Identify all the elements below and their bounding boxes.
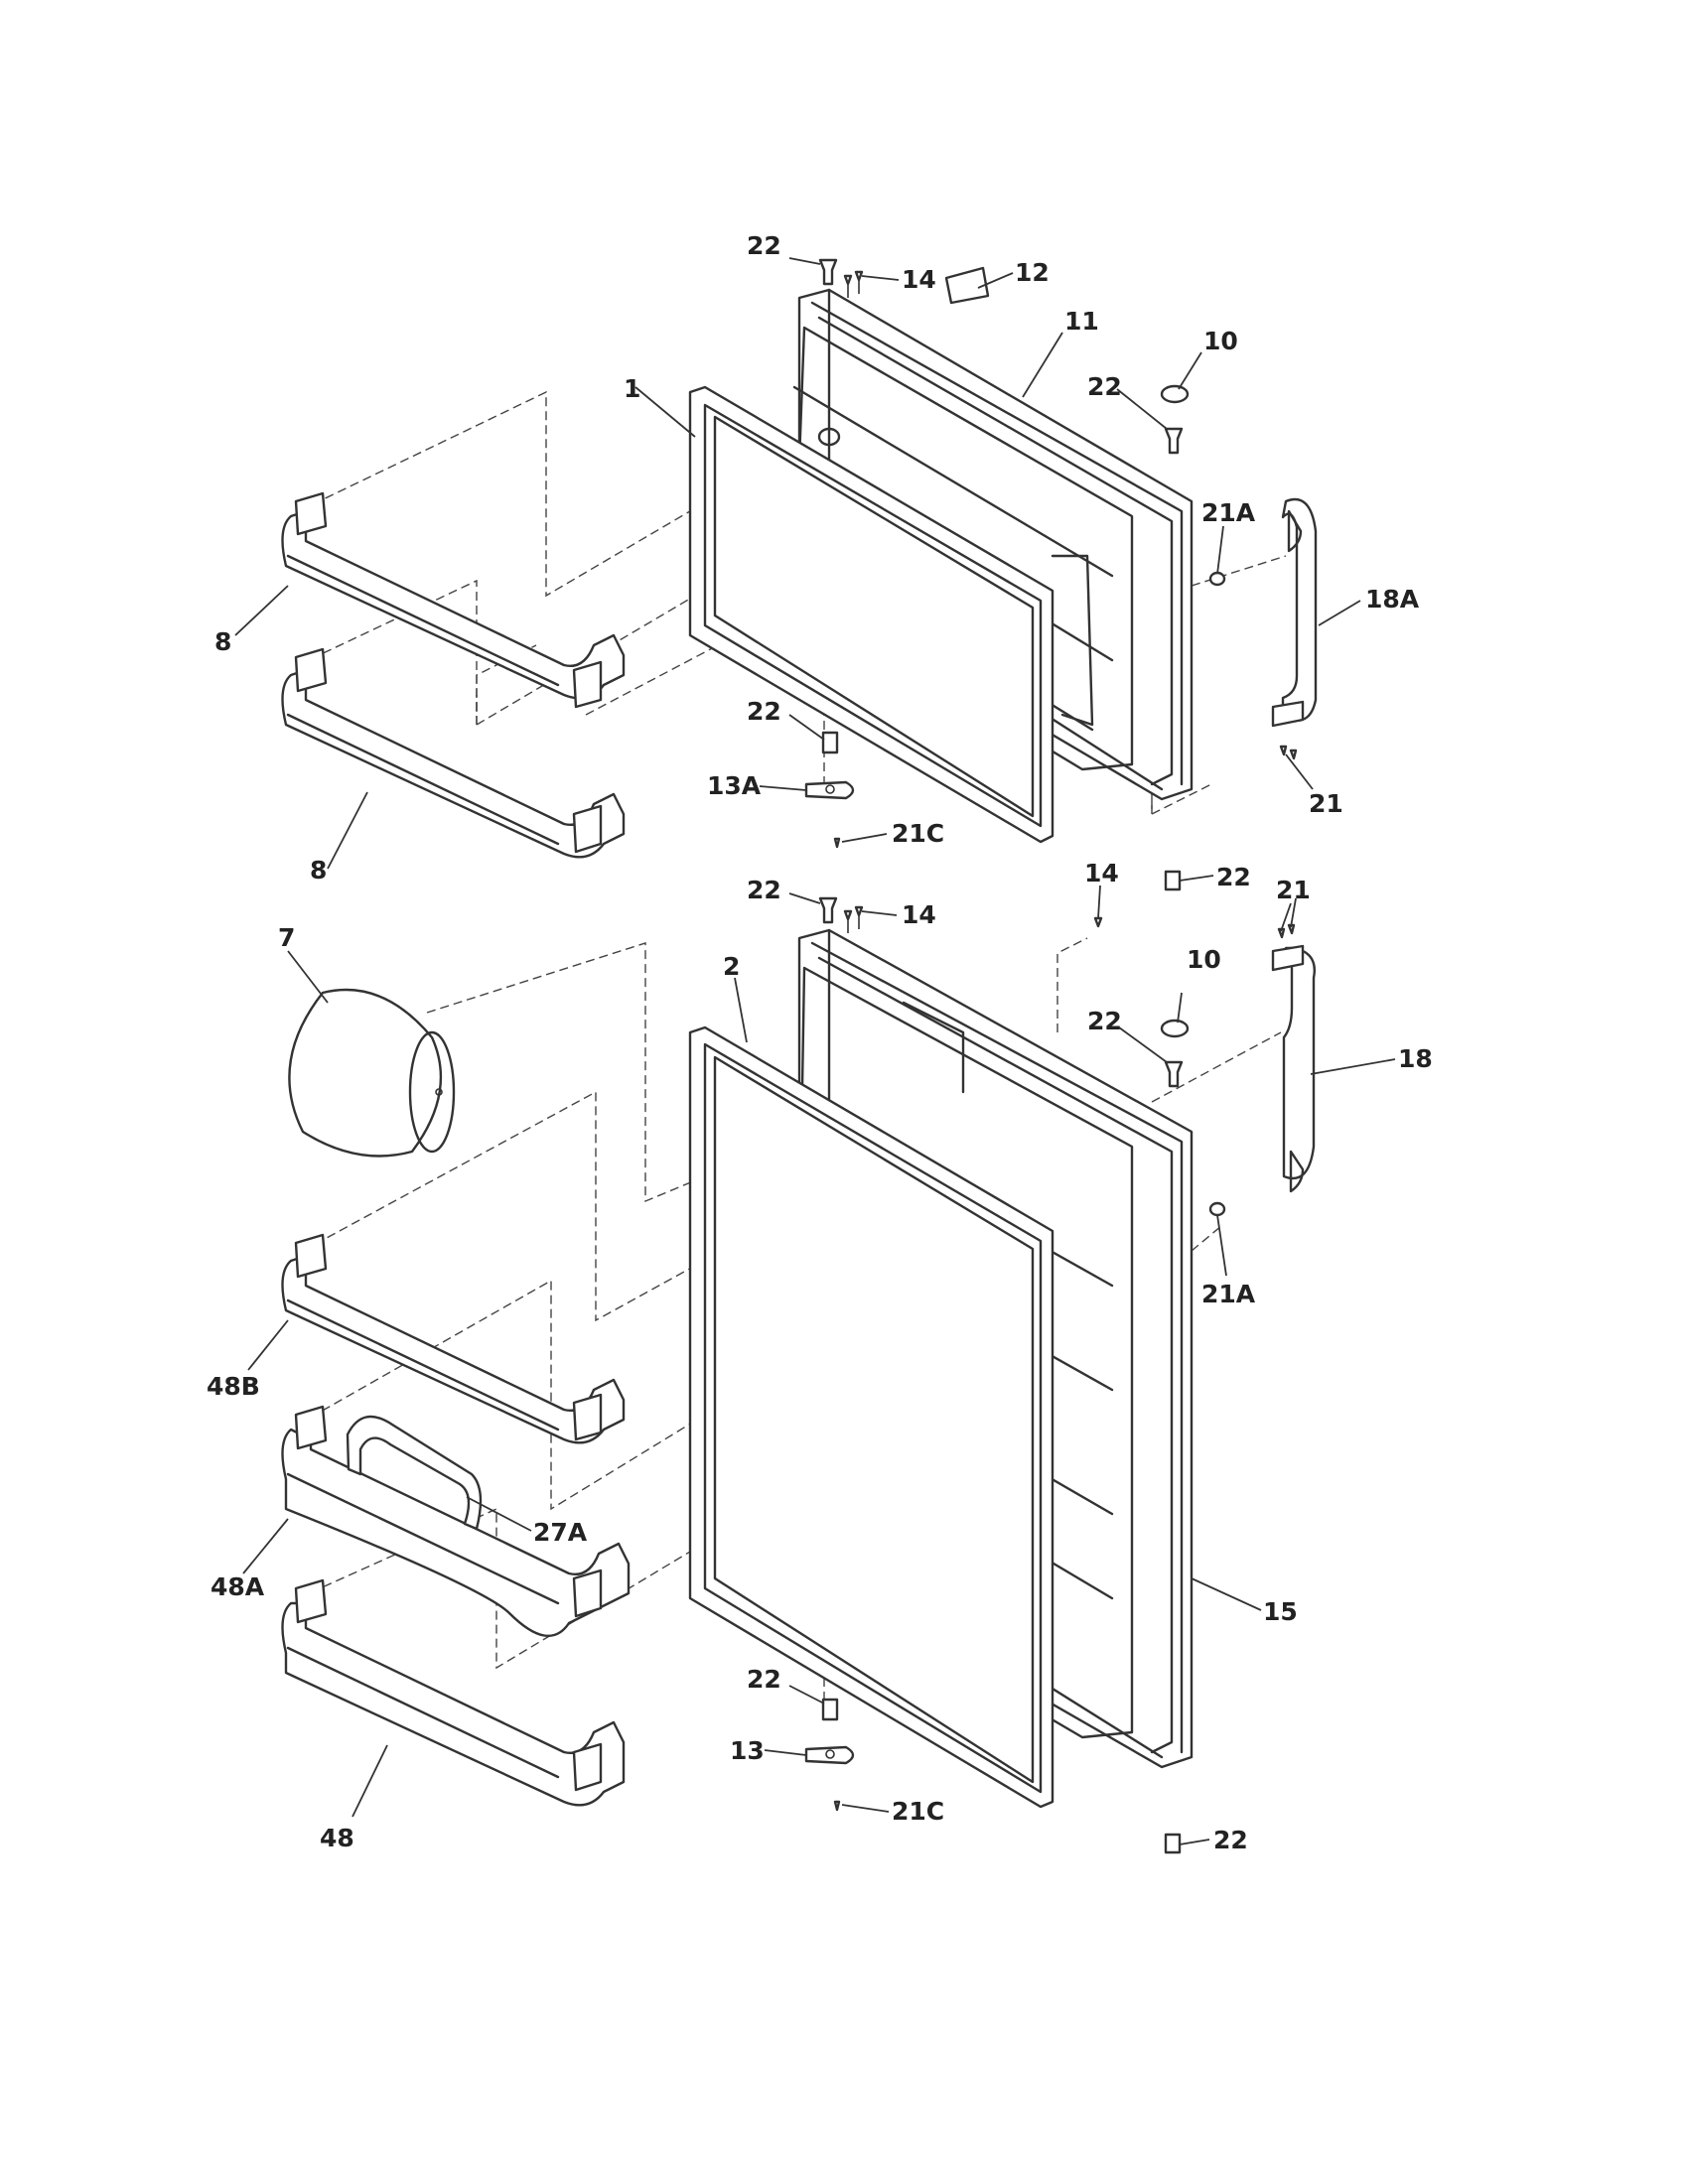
callout-22: 22 [1213, 1826, 1248, 1854]
callout-labels: 22 14 12 11 10 22 1 21A 18A 8 8 22 13A 2… [207, 231, 1433, 1854]
callout-22: 22 [747, 231, 781, 260]
callout-18: 18 [1398, 1044, 1433, 1073]
callout-22: 22 [747, 876, 781, 904]
callout-12: 12 [1015, 258, 1050, 287]
fresh-food-door-hinge-parts [804, 896, 1226, 1854]
callout-13A: 13A [707, 771, 762, 800]
callout-14: 14 [902, 900, 936, 929]
callout-18A: 18A [1365, 585, 1420, 614]
callout-21A: 21A [1201, 1280, 1256, 1308]
callout-22: 22 [747, 1665, 781, 1694]
callout-10: 10 [1187, 945, 1221, 974]
fresh-food-door-handle [1271, 923, 1316, 1193]
callout-13: 13 [730, 1736, 765, 1765]
callout-14: 14 [1084, 859, 1119, 887]
callout-21: 21 [1276, 876, 1311, 904]
freezer-door-handle [1271, 497, 1318, 760]
callout-22: 22 [1087, 1007, 1122, 1035]
freezer-door-gasket [688, 385, 1055, 844]
callout-22: 22 [1216, 863, 1251, 891]
callout-21: 21 [1309, 789, 1343, 818]
callout-7: 7 [278, 923, 295, 952]
callout-48: 48 [320, 1824, 354, 1852]
callout-48A: 48A [211, 1572, 265, 1601]
fresh-food-door-gasket [688, 1025, 1055, 1809]
callout-21C: 21C [892, 819, 944, 848]
crisper-container-7 [288, 988, 456, 1158]
callout-11: 11 [1064, 307, 1099, 336]
callout-2: 2 [723, 952, 740, 981]
callout-14: 14 [902, 265, 936, 294]
callout-21A: 21A [1201, 498, 1256, 527]
callout-21C: 21C [892, 1797, 944, 1826]
callout-48B: 48B [207, 1372, 260, 1401]
callout-8: 8 [310, 856, 327, 885]
callout-22: 22 [747, 697, 781, 726]
callout-8: 8 [214, 627, 231, 656]
callout-15: 15 [1263, 1597, 1298, 1626]
fresh-food-door-bins [281, 1233, 631, 1807]
callout-10: 10 [1203, 327, 1238, 355]
callout-22: 22 [1087, 372, 1122, 401]
callout-27A: 27A [533, 1518, 588, 1547]
callout-1: 1 [624, 374, 640, 403]
freezer-door-shelves [281, 491, 626, 859]
leader-lines [234, 257, 1396, 1845]
